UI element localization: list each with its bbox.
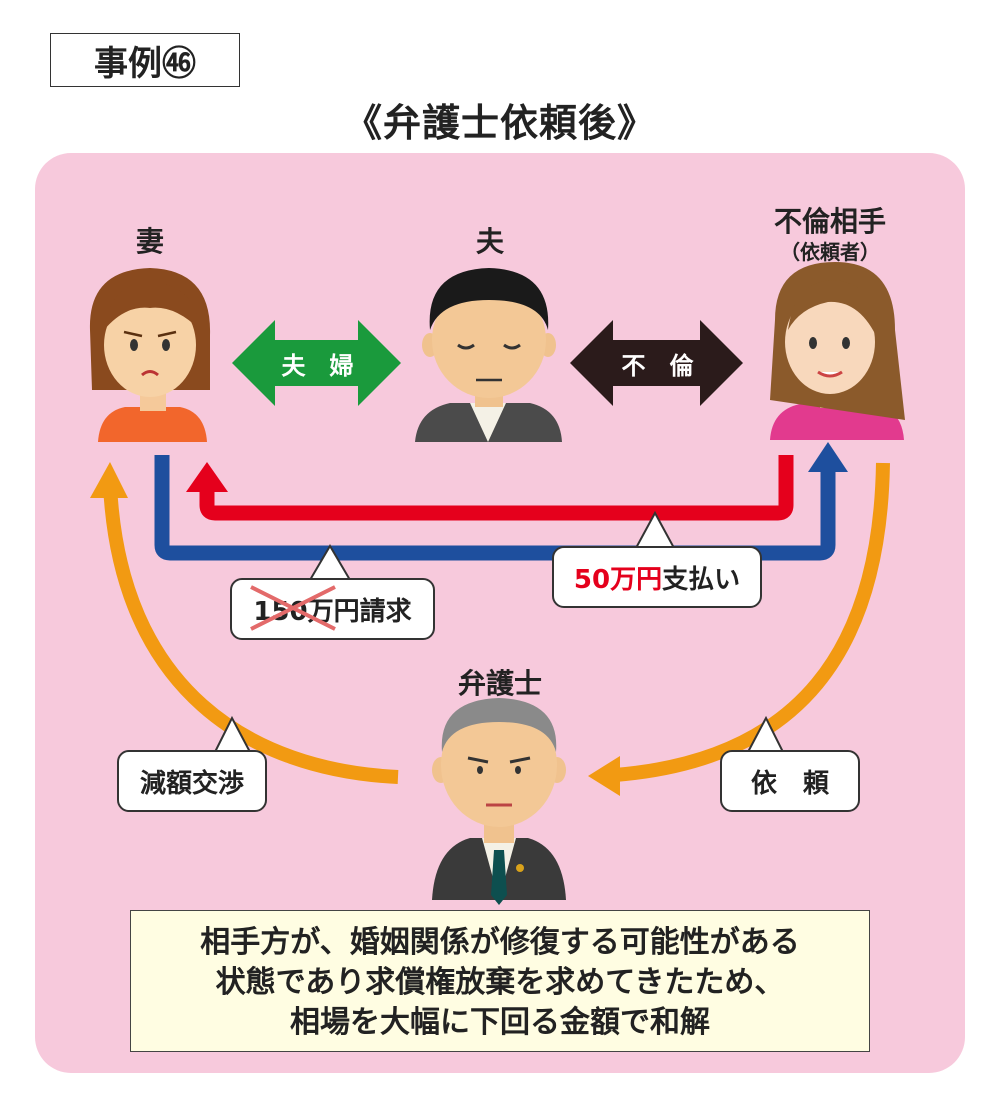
note-line: 相手方が、婚姻関係が修復する可能性がある: [200, 925, 800, 960]
partner-illustration: [770, 262, 905, 440]
request-callout: 依 頼: [720, 750, 860, 812]
request-arrow: [614, 462, 890, 782]
strike-cross: [250, 584, 337, 631]
paid-suffix: 支払い: [662, 564, 741, 595]
paid-callout: 50万円 支払い: [552, 546, 762, 608]
paid-amount: 50万円: [573, 564, 663, 595]
claim-suffix: 円請求: [333, 596, 412, 627]
partner-sub-label: （依頼者）: [780, 240, 880, 264]
claim-arrowhead: [808, 442, 848, 472]
couple-arrow: [232, 320, 401, 406]
affair-arrow: [570, 320, 743, 406]
note-line: 状態であり求償権放棄を求めてきたため、: [215, 965, 785, 1000]
affair-arrow-label: 不 倫: [621, 352, 694, 380]
claim-amount-struck: 150万: [250, 584, 337, 631]
husband-label: 夫: [475, 225, 504, 258]
claim-callout: 150万 円請求: [230, 578, 435, 640]
wife-label: 妻: [135, 225, 164, 258]
partner-label: 不倫相手: [773, 205, 886, 238]
pay-line: [199, 455, 794, 521]
note-line: 相場を大幅に下回る金額で和解: [290, 1005, 710, 1040]
negotiation-arrow: [103, 484, 399, 784]
claim-line: [154, 455, 836, 561]
couple-arrow-label: 夫 婦: [281, 352, 354, 380]
page-title: 《弁護士依頼後》: [343, 101, 656, 145]
lawyer-label: 弁護士: [457, 667, 542, 700]
negotiation-arrowhead: [90, 462, 128, 498]
husband-illustration: [415, 268, 562, 442]
negotiation-callout: 減額交渉: [117, 750, 267, 812]
case-label: 事例㊻: [50, 33, 240, 87]
wife-illustration: [89, 268, 211, 442]
pay-arrowhead: [186, 462, 228, 492]
summary-note: 相手方が、婚姻関係が修復する可能性がある 状態であり求償権放棄を求めてきたため、…: [130, 910, 870, 1052]
lawyer-illustration: [432, 698, 566, 905]
request-arrowhead: [588, 756, 620, 796]
